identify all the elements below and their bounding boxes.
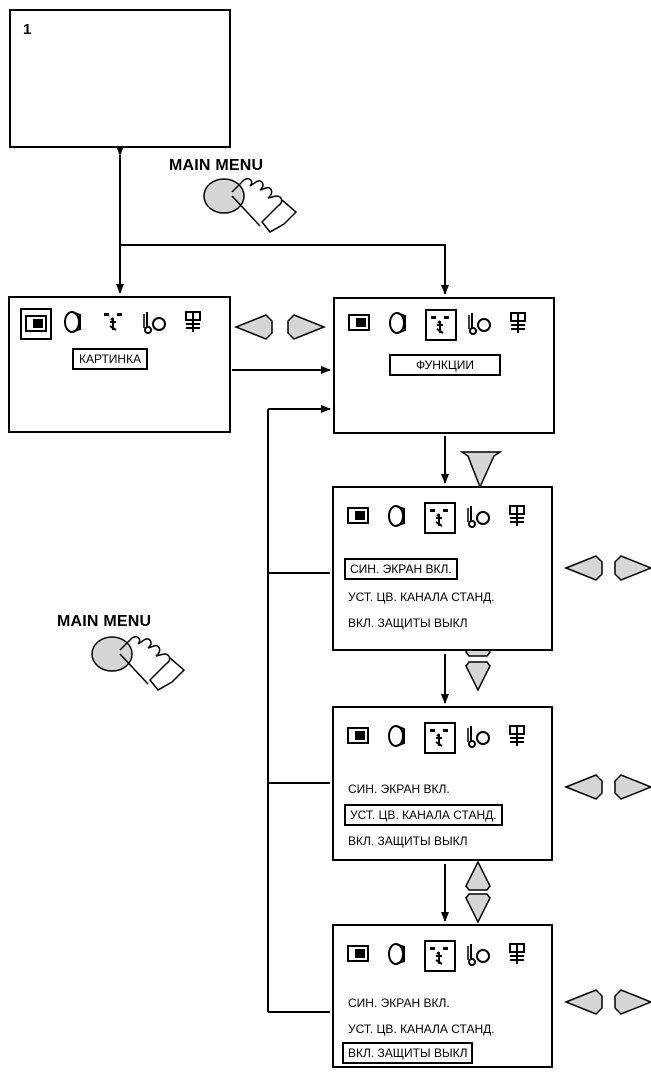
functions-submenu-3: СИН. ЭКРАН ВКЛ. УСТ. ЦВ. КАНАЛА СТАНД. В…	[332, 924, 553, 1068]
geometry-icon	[385, 309, 417, 341]
screen-number: 1	[23, 21, 31, 38]
menu-item-color-channel: УСТ. ЦВ. КАНАЛА СТАНД.	[348, 1020, 495, 1038]
picture-menu-screen: КАРТИНКА	[8, 296, 231, 433]
picture-icon	[344, 940, 376, 972]
left-right-buttons-3	[566, 990, 651, 1014]
up-down-buttons-2	[466, 862, 490, 922]
temperature-icon	[464, 940, 496, 972]
geometry-icon	[384, 940, 416, 972]
temperature-icon	[465, 309, 497, 341]
geometry-icon	[384, 722, 416, 754]
menu-item-protection: ВКЛ. ЗАЩИТЫ ВЫКЛ	[342, 1042, 473, 1064]
main-menu-label-top: MAIN MENU	[169, 157, 263, 175]
screen-display: 1	[9, 9, 231, 148]
down-button-1	[462, 452, 500, 487]
temperature-icon	[140, 308, 172, 340]
function-icon	[425, 309, 457, 341]
language-icon	[504, 722, 536, 754]
functions-submenu-2: СИН. ЭКРАН ВКЛ. УСТ. ЦВ. КАНАЛА СТАНД. В…	[332, 706, 553, 861]
language-icon	[504, 502, 536, 534]
menu-item-blue-screen: СИН. ЭКРАН ВКЛ.	[344, 558, 458, 580]
geometry-icon	[384, 502, 416, 534]
picture-icon	[345, 309, 377, 341]
functions-menu-screen: ФУНКЦИИ	[333, 297, 555, 434]
function-icon	[424, 722, 456, 754]
connector-branch-functions	[120, 245, 445, 294]
left-right-buttons-1	[566, 556, 651, 580]
menu-icon-row	[345, 309, 545, 345]
language-icon	[180, 308, 212, 340]
functions-submenu-1: СИН. ЭКРАН ВКЛ. УСТ. ЦВ. КАНАЛА СТАНД. В…	[332, 486, 553, 651]
language-icon	[504, 940, 536, 972]
left-right-buttons-top	[236, 315, 324, 339]
menu-icon-row	[344, 502, 544, 538]
menu-icon-row	[20, 308, 220, 344]
hand-press-icon-top	[204, 179, 296, 232]
left-right-buttons-2	[566, 775, 651, 799]
picture-menu-label: КАРТИНКА	[72, 348, 148, 370]
hand-press-icon-middle	[92, 637, 184, 690]
menu-item-blue-screen: СИН. ЭКРАН ВКЛ.	[348, 780, 450, 798]
menu-icon-row	[344, 722, 544, 758]
menu-item-color-channel: УСТ. ЦВ. КАНАЛА СТАНД.	[344, 804, 503, 826]
picture-icon	[344, 502, 376, 534]
picture-icon	[20, 308, 52, 340]
temperature-icon	[464, 722, 496, 754]
menu-item-blue-screen: СИН. ЭКРАН ВКЛ.	[348, 994, 450, 1012]
geometry-icon	[60, 308, 92, 340]
language-icon	[505, 309, 537, 341]
menu-item-protection: ВКЛ. ЗАЩИТЫ ВЫКЛ	[348, 832, 467, 850]
picture-icon	[344, 722, 376, 754]
menu-icon-row	[344, 940, 544, 976]
function-icon	[424, 940, 456, 972]
function-icon	[424, 502, 456, 534]
temperature-icon	[464, 502, 496, 534]
function-icon	[100, 308, 132, 340]
functions-menu-label: ФУНКЦИИ	[389, 354, 501, 376]
menu-item-protection: ВКЛ. ЗАЩИТЫ ВЫКЛ	[348, 614, 467, 632]
menu-item-color-channel: УСТ. ЦВ. КАНАЛА СТАНД.	[348, 588, 495, 606]
main-menu-label-middle: MAIN MENU	[57, 613, 151, 631]
